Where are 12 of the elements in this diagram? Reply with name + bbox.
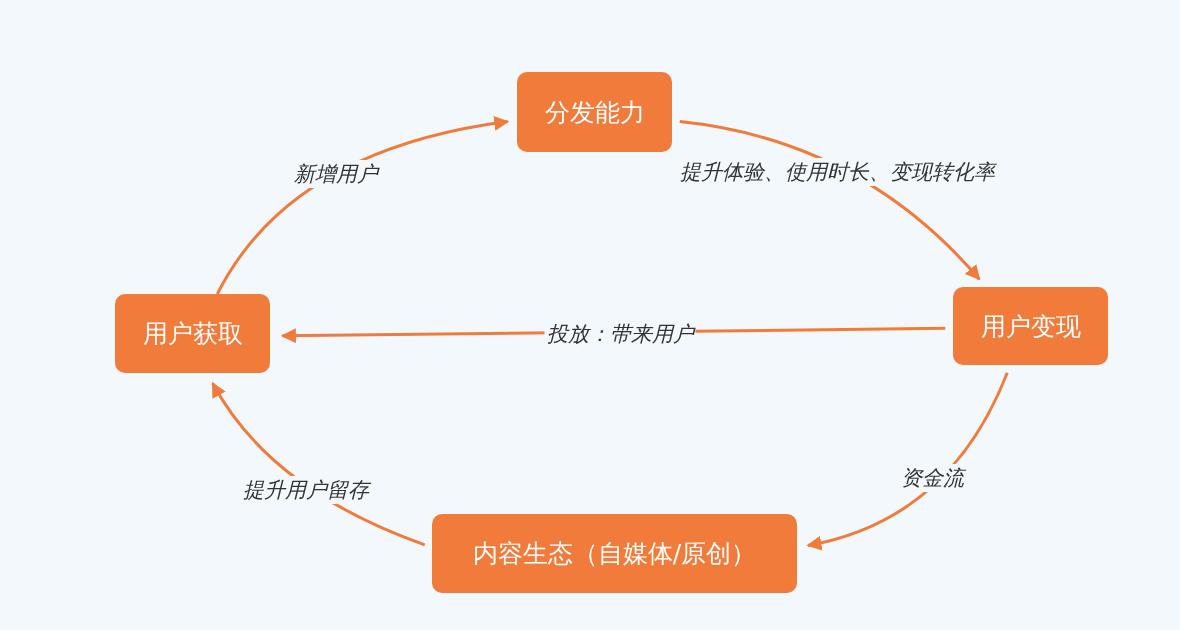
box-label: 内容生态（自媒体/原创） [472, 538, 757, 570]
box-label: 分发能力 [544, 96, 645, 129]
edge-label: 提升体验、使用时长、变现转化率 [677, 158, 997, 186]
edge-label: 投放：带来用户 [544, 320, 696, 348]
process-box [953, 287, 1108, 365]
edge-label: 新增用户 [292, 160, 380, 188]
process-box [517, 72, 672, 152]
box-label: 用户变现 [980, 310, 1081, 343]
process-box [432, 514, 797, 593]
edge-label: 提升用户留存 [241, 476, 371, 504]
process-box [115, 294, 270, 373]
box-label: 用户获取 [142, 318, 243, 350]
